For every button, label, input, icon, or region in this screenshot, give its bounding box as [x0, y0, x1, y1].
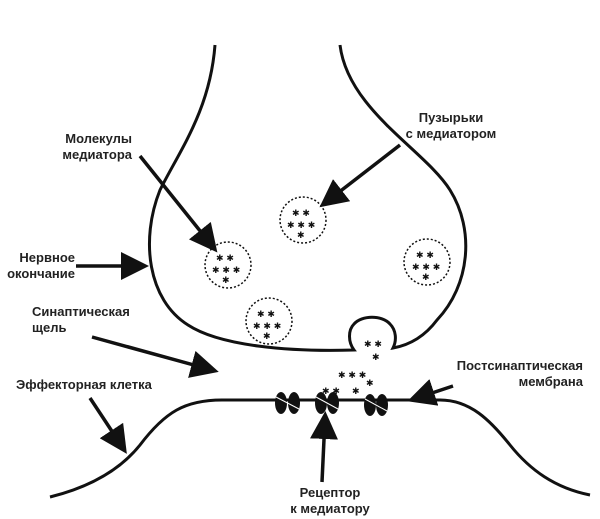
svg-text:✱ ✱: ✱ ✱ — [322, 387, 340, 397]
label-receptor: Рецептор к медиатору — [280, 485, 380, 517]
label-vesicles: Пузырьки с медиатором — [388, 110, 514, 142]
label-effector-cell: Эффекторная клетка — [16, 377, 152, 392]
arrow-vesicles — [319, 143, 402, 208]
svg-text:✱ ✱: ✱ ✱ — [364, 340, 382, 350]
label-nerve-ending: Нервное окончание — [0, 250, 75, 282]
arrow-mediator-molecules — [138, 154, 218, 253]
label-line: Постсинаптическая — [456, 358, 583, 373]
receptor — [315, 392, 339, 414]
receptor — [364, 394, 388, 416]
svg-text:✱: ✱ — [366, 379, 374, 389]
label-line: медиатора — [62, 147, 132, 162]
nerve-ending-membrane — [148, 44, 468, 352]
svg-text:✱: ✱ — [263, 332, 271, 342]
svg-text:✱ ✱ ✱: ✱ ✱ ✱ — [412, 263, 440, 273]
svg-text:✱: ✱ — [422, 273, 430, 283]
label-line: Нервное — [19, 250, 75, 265]
label-postsynaptic-membrane: Постсинаптическая мембрана — [440, 358, 583, 390]
svg-text:✱ ✱ ✱: ✱ ✱ ✱ — [287, 221, 315, 231]
label-line: к медиатору — [290, 501, 370, 516]
svg-text:✱: ✱ — [372, 353, 380, 363]
label-synaptic-cleft: Синаптическая щель — [32, 304, 152, 336]
effector-cell-membrane — [49, 398, 591, 499]
arrow-receptor — [310, 411, 339, 483]
label-line: щель — [32, 320, 67, 335]
svg-text:✱: ✱ — [297, 231, 305, 241]
vesicle: ✱ ✱ ✱ ✱ ✱ ✱ — [245, 297, 293, 345]
svg-text:✱ ✱ ✱: ✱ ✱ ✱ — [212, 266, 240, 276]
svg-text:✱ ✱: ✱ ✱ — [292, 209, 310, 219]
label-line: с медиатором — [405, 126, 497, 141]
svg-text:✱ ✱ ✱: ✱ ✱ ✱ — [338, 371, 366, 381]
arrow-effector-cell — [88, 397, 127, 454]
svg-text:✱: ✱ — [222, 276, 230, 286]
label-mediator-molecules: Молекулы медиатора — [28, 131, 132, 163]
vesicle: ✱ ✱ ✱ ✱ ✱ ✱ — [403, 238, 451, 286]
label-line: окончание — [7, 266, 75, 281]
arrow-postsynaptic-membrane — [407, 379, 454, 406]
svg-text:✱ ✱: ✱ ✱ — [216, 254, 234, 264]
svg-text:✱: ✱ — [352, 387, 360, 397]
vesicle: ✱ ✱ ✱ ✱ ✱ ✱ — [279, 196, 327, 244]
label-line: Пузырьки — [418, 110, 484, 125]
label-line: Рецептор — [299, 485, 361, 500]
arrow-synaptic-cleft — [91, 335, 219, 378]
svg-text:✱ ✱: ✱ ✱ — [416, 251, 434, 261]
label-line: Молекулы — [65, 131, 132, 146]
label-line: мембрана — [518, 374, 583, 389]
label-line: Синаптическая — [32, 304, 130, 319]
mediator-molecules-released: ✱ ✱ ✱ ✱ ✱ ✱ ✱ ✱ ✱ ✱ — [322, 340, 382, 397]
svg-text:✱ ✱: ✱ ✱ — [257, 310, 275, 320]
receptor — [275, 392, 300, 414]
vesicle: ✱ ✱ ✱ ✱ ✱ ✱ — [204, 241, 252, 289]
svg-text:✱ ✱ ✱: ✱ ✱ ✱ — [253, 322, 281, 332]
